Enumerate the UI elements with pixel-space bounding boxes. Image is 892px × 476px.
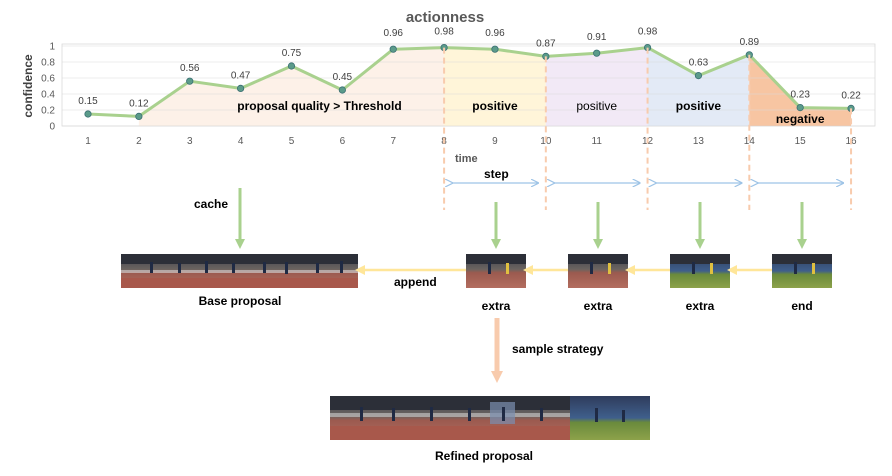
x-tick-14: 15: [795, 136, 807, 147]
value-label-9: 0.96: [485, 28, 505, 39]
refined-proposal-caption: Refined proposal: [435, 449, 533, 463]
value-label-13: 0.63: [689, 58, 709, 69]
region-fill-1: [444, 47, 546, 126]
value-label-16: 0.22: [841, 90, 861, 101]
x-tick-8: 9: [492, 136, 498, 147]
y-tick-5: 1: [49, 42, 55, 53]
x-tick-5: 6: [340, 136, 346, 147]
y-tick-3: 0.6: [41, 74, 55, 85]
x-tick-10: 11: [592, 136, 603, 147]
value-label-4: 0.47: [231, 70, 251, 81]
base-proposal-strip: [121, 254, 358, 288]
data-point-9: [491, 45, 499, 53]
x-tick-4: 5: [289, 136, 295, 147]
region-fill-2: [545, 47, 648, 126]
data-point-3: [186, 77, 194, 85]
data-point-11: [593, 49, 601, 57]
x-tick-0: 1: [85, 136, 91, 147]
data-point-7: [389, 45, 397, 53]
x-tick-1: 2: [136, 136, 142, 147]
region-fill-3: [647, 47, 750, 126]
x-tick-13: 14: [744, 136, 756, 147]
x-tick-12: 13: [693, 136, 705, 147]
data-point-4: [237, 84, 245, 93]
clip-thumbnail-1: [568, 254, 628, 288]
x-tick-3: 4: [238, 136, 244, 147]
data-point-6: [338, 86, 346, 94]
chart-title: actionness: [406, 9, 484, 26]
clip-thumbnail-2: [670, 254, 730, 288]
clip-caption-3: end: [791, 299, 812, 313]
value-label-15: 0.23: [790, 90, 810, 101]
clip-thumbnail-3: [772, 254, 832, 288]
data-point-1: [84, 110, 92, 118]
region-label-2: positive: [576, 99, 617, 113]
y-tick-0: 0: [49, 122, 55, 133]
value-label-12: 0.98: [638, 27, 658, 38]
value-label-2: 0.12: [129, 98, 149, 109]
region-label-1: positive: [472, 99, 518, 113]
value-label-5: 0.75: [282, 48, 302, 59]
append-label: append: [394, 275, 437, 289]
value-label-10: 0.87: [536, 38, 556, 49]
series-line: [87, 46, 852, 118]
y-tick-2: 0.4: [41, 90, 55, 101]
step-label: step: [484, 167, 509, 181]
region-label-0: proposal quality > Threshold: [237, 99, 401, 113]
x-axis-label: time: [455, 153, 478, 165]
region-label-4: negative: [776, 112, 825, 126]
cache-label: cache: [194, 197, 228, 211]
data-point-5: [287, 62, 296, 70]
region-label-3: positive: [676, 99, 722, 113]
clip-thumbnail-0: [466, 254, 526, 288]
value-label-8: 0.98: [434, 27, 454, 38]
data-point-13: [694, 72, 703, 80]
sample-strategy-label: sample strategy: [512, 342, 604, 356]
y-tick-4: 0.8: [41, 58, 55, 69]
data-point-2: [135, 112, 143, 121]
value-label-11: 0.91: [587, 32, 607, 43]
clip-caption-2: extra: [686, 299, 715, 313]
x-tick-6: 7: [390, 136, 396, 147]
value-label-7: 0.96: [383, 28, 403, 39]
value-label-1: 0.15: [78, 96, 98, 107]
region-fill-0: [138, 47, 445, 126]
x-tick-2: 3: [187, 136, 193, 147]
value-label-3: 0.56: [180, 63, 200, 74]
clip-caption-0: extra: [482, 299, 511, 313]
base-proposal-caption: Base proposal: [199, 294, 282, 308]
y-axis-label: confidence: [21, 54, 35, 118]
value-label-14: 0.89: [740, 37, 760, 48]
value-label-6: 0.45: [333, 72, 353, 83]
clip-caption-1: extra: [584, 299, 613, 313]
y-tick-1: 0.2: [41, 106, 55, 117]
refined-proposal-strip: [330, 396, 650, 440]
data-point-15: [796, 104, 804, 112]
